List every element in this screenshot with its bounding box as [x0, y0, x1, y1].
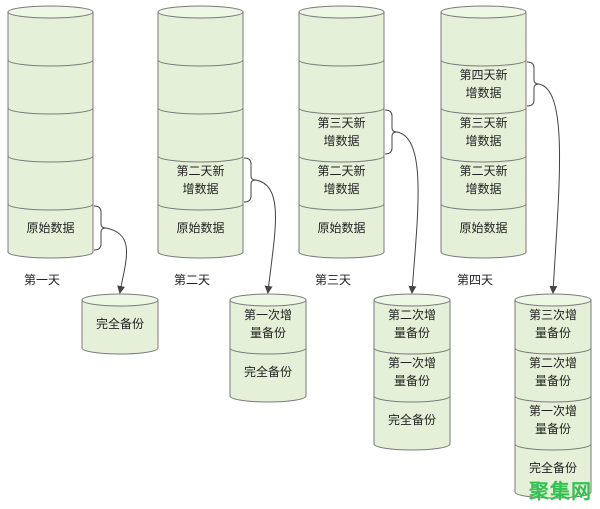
- segment-label: 第三天新: [317, 115, 365, 130]
- segment-label: 第三次增: [529, 308, 577, 322]
- segment-label: 量备份: [250, 326, 286, 340]
- brace: [526, 61, 540, 107]
- segment-label: 原始数据: [26, 220, 74, 235]
- brace: [93, 205, 107, 251]
- backup-arrow: [538, 83, 560, 294]
- segment-label: 第二次增: [529, 356, 577, 370]
- segment-label: 第三天新: [459, 115, 507, 130]
- segment-label: 量备份: [535, 374, 571, 388]
- day-label: 第一天: [24, 273, 60, 287]
- day-label: 第四天: [457, 273, 493, 287]
- segment-label: 增数据: [465, 85, 501, 100]
- watermark: 聚集网: [528, 479, 592, 503]
- segment-label: 原始数据: [176, 220, 224, 235]
- day-label: 第三天: [315, 273, 351, 287]
- brace: [384, 109, 398, 155]
- segment-label: 完全备份: [244, 364, 292, 379]
- segment-label: 第二天新: [459, 163, 507, 178]
- segment-label: 第二次增: [388, 308, 436, 322]
- segment-label: 原始数据: [459, 220, 507, 235]
- segment-label: 第四天新: [459, 67, 507, 82]
- segment-label: 量备份: [535, 422, 571, 436]
- backup-arrow: [255, 179, 276, 294]
- segment-label: 量备份: [394, 326, 430, 340]
- segment-label: 完全备份: [529, 460, 577, 475]
- segment-label: 完全备份: [96, 316, 144, 331]
- segment-label: 第二天新: [176, 163, 224, 178]
- backup-arrow: [396, 131, 419, 294]
- segment-label: 增数据: [465, 181, 501, 196]
- segment-label: 完全备份: [388, 412, 436, 427]
- segment-label: 第一次增: [529, 404, 577, 418]
- backup-cylinder-1: 完全备份: [81, 293, 159, 355]
- segment-label: 第一次增: [244, 308, 292, 322]
- day-label: 第二天: [174, 273, 210, 287]
- day-cylinder-1: 原始数据: [7, 5, 94, 259]
- segment-label: 第二天新: [317, 163, 365, 178]
- segment-label: 原始数据: [317, 220, 365, 235]
- segment-label: 量备份: [535, 326, 571, 340]
- segment-label: 量备份: [394, 374, 430, 388]
- segment-label: 增数据: [182, 181, 218, 196]
- segment-label: 增数据: [323, 133, 359, 148]
- segment-label: 增数据: [323, 181, 359, 196]
- segment-label: 增数据: [465, 133, 501, 148]
- brace: [243, 157, 257, 203]
- backup-arrow: [105, 227, 127, 294]
- segment-label: 第一次增: [388, 356, 436, 370]
